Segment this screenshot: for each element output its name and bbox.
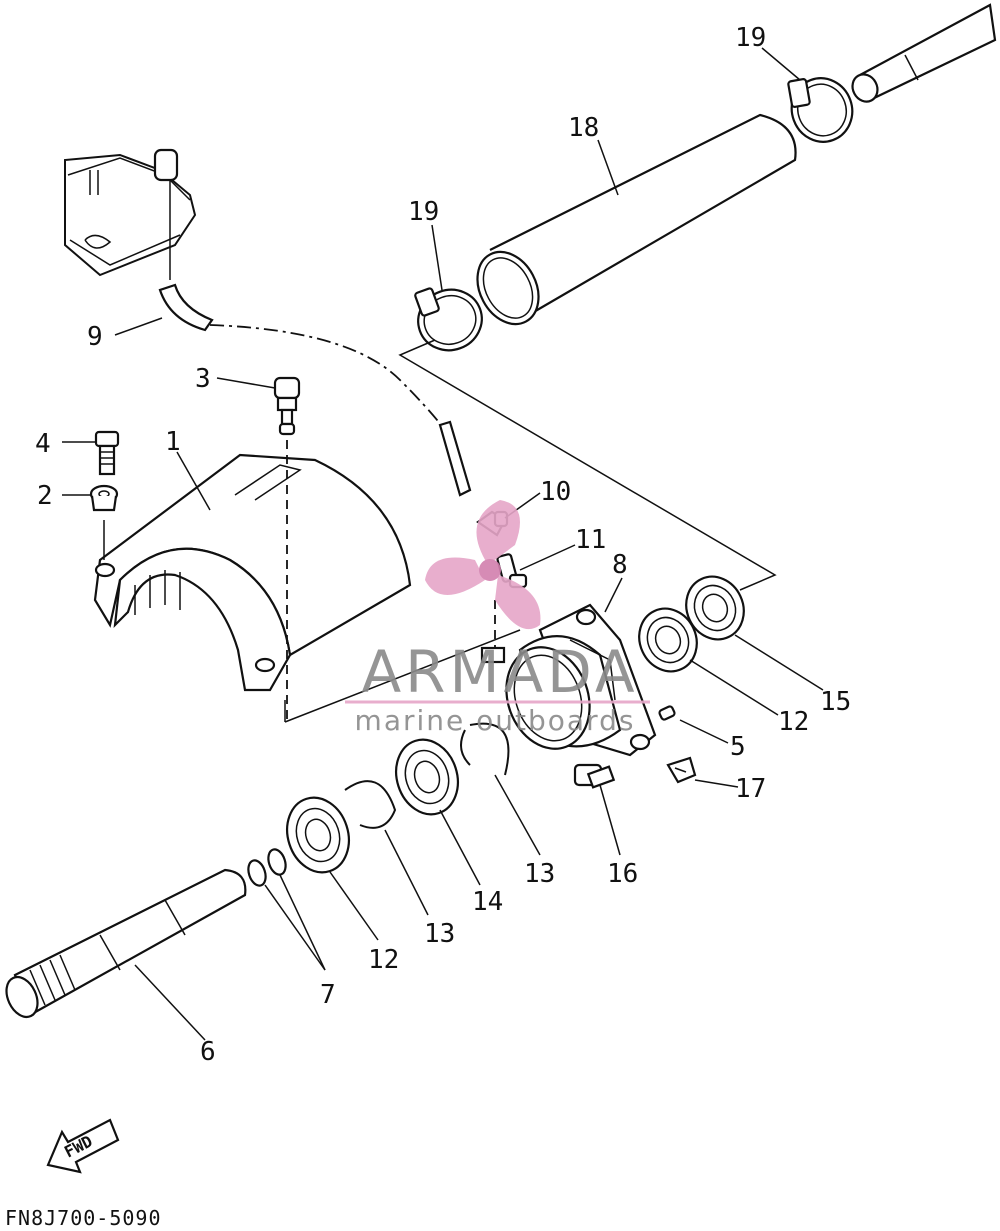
plug-part-3 xyxy=(273,376,301,436)
callout-3: 3 xyxy=(195,364,211,394)
callout-labels: 1 2 3 4 5 6 7 8 9 10 11 12 12 13 13 14 1… xyxy=(35,23,851,1067)
callout-17: 17 xyxy=(735,774,766,804)
drive-tube xyxy=(851,3,997,103)
clamp-part-19-right xyxy=(787,77,854,143)
hose-part-9 xyxy=(158,283,472,497)
circlip-part-13-lower xyxy=(344,780,397,829)
bearing-part-14 xyxy=(395,738,459,816)
callout-14: 14 xyxy=(472,887,503,917)
circlip-part-13-upper xyxy=(460,722,510,776)
clip-part-17 xyxy=(666,756,697,784)
bearing-part-15 xyxy=(685,575,745,641)
diagram-code: FN8J700-5090 xyxy=(5,1206,162,1230)
callout-16: 16 xyxy=(607,859,638,889)
cover-part-1 xyxy=(93,453,412,692)
callout-1: 1 xyxy=(165,427,181,457)
bolt-part-4 xyxy=(94,430,120,476)
callout-2: 2 xyxy=(37,481,53,511)
callout-19-right: 19 xyxy=(735,23,766,53)
clamp-part-19-left xyxy=(414,287,483,352)
leader-lines xyxy=(62,47,824,1041)
housing-part-8 xyxy=(505,603,657,757)
collar-part-2 xyxy=(89,484,119,512)
callout-15: 15 xyxy=(820,687,851,717)
watermark: ARMADA marine outboards xyxy=(345,500,650,737)
callout-10: 10 xyxy=(540,477,571,507)
watermark-brand: ARMADA xyxy=(361,638,638,706)
drive-shaft-part-6 xyxy=(5,868,247,1019)
callout-6: 6 xyxy=(200,1037,216,1067)
callout-8: 8 xyxy=(612,550,628,580)
callout-13-upper: 13 xyxy=(524,859,555,889)
bearing-part-12-right xyxy=(638,607,698,673)
upper-casing-fragment xyxy=(64,148,197,280)
callout-19-left: 19 xyxy=(408,197,439,227)
tube-part-18 xyxy=(476,113,797,326)
fwd-arrow-icon: FWD xyxy=(46,1118,120,1174)
callout-5: 5 xyxy=(730,732,746,762)
callout-7: 7 xyxy=(320,980,336,1010)
callout-12-left: 12 xyxy=(368,945,399,975)
pin-part-5 xyxy=(658,705,676,721)
callout-4: 4 xyxy=(35,429,51,459)
callout-11: 11 xyxy=(575,525,606,555)
callout-13-lower: 13 xyxy=(424,919,455,949)
callout-12-right: 12 xyxy=(778,707,809,737)
callout-9: 9 xyxy=(87,322,103,352)
watermark-tagline: marine outboards xyxy=(355,704,636,737)
bearing-part-12-left xyxy=(286,796,350,874)
callout-18: 18 xyxy=(568,113,599,143)
propeller-logo-icon xyxy=(425,500,541,630)
bolt-part-16 xyxy=(573,763,616,789)
o-rings-part-7 xyxy=(247,848,287,887)
